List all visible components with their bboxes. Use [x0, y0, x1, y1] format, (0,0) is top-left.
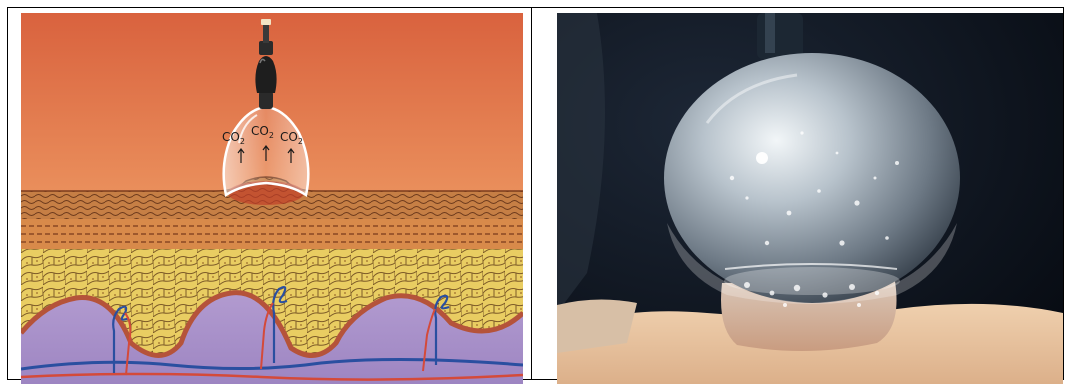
- cupping-photo-svg: [557, 13, 1063, 384]
- bulb-collar: [259, 41, 273, 55]
- panel-divider: [531, 7, 532, 380]
- valve-cap: [261, 19, 271, 25]
- glass-bulb: [664, 53, 960, 303]
- cupping-illustration-svg: CO2 CO2 CO2: [21, 13, 523, 384]
- cup-stem: [757, 13, 803, 59]
- cupping-photo: [557, 13, 1063, 384]
- stem-highlight: [765, 13, 775, 53]
- cup-neck: [259, 91, 273, 109]
- liquid-surface: [724, 267, 900, 295]
- glass-specular: [756, 152, 768, 164]
- valve-stem: [263, 23, 269, 43]
- cupping-illustration: CO2 CO2 CO2: [21, 13, 523, 384]
